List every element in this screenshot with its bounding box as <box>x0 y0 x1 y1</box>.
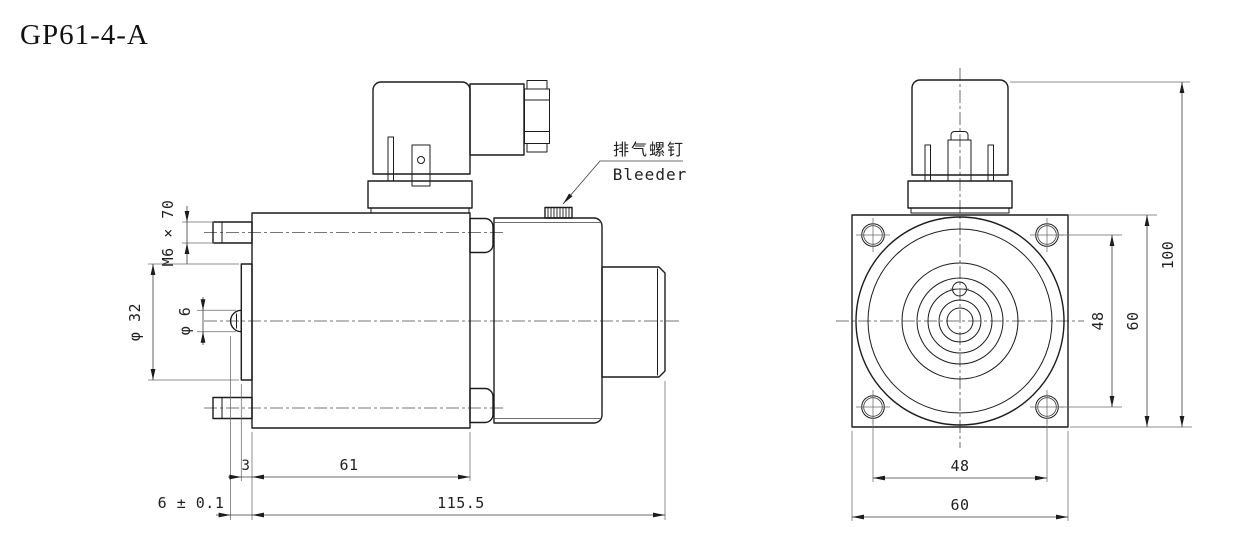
bleeder-label-cn: 排气螺钉 <box>613 140 685 159</box>
dim-stud-thread: M6 × 70 <box>159 200 177 267</box>
side-view-centerlines <box>204 232 680 409</box>
dim-hole-spacing-horizontal: 48 <box>950 457 969 475</box>
dim-pin-protrusion: 6 ± 0.1 <box>158 494 225 512</box>
bleeder-label-en: Bleeder <box>613 165 687 184</box>
dim-flange-diameter: φ 32 <box>126 303 144 341</box>
dim-overall-length: 115.5 <box>437 494 485 512</box>
dim-overall-height: 100 <box>1159 241 1177 270</box>
bleed-hole <box>950 281 969 297</box>
terminal-blade <box>411 144 431 187</box>
dim-plate-thickness: 3 <box>242 458 251 474</box>
dim-hole-spacing-vertical: 48 <box>1089 311 1107 330</box>
manual-pin-dome <box>229 309 242 333</box>
stud-top <box>212 221 253 244</box>
dim-pin-diameter: φ 6 <box>176 307 194 336</box>
din-connector-front <box>907 79 1013 214</box>
dim-flange-width: 60 <box>950 496 969 514</box>
port-boss <box>601 266 666 378</box>
side-view: 排气螺钉 Bleeder M6 × 70 φ 32 φ 6 <box>126 80 687 520</box>
terminal-hole <box>417 156 425 164</box>
mounting-flange <box>851 214 1069 428</box>
drawing-title: GP61-4-A <box>20 19 149 51</box>
corner-hole <box>856 390 890 424</box>
bleeder-callout: 排气螺钉 Bleeder <box>562 140 687 205</box>
leader-arrowhead <box>563 193 573 204</box>
coil-body-side <box>212 212 494 429</box>
concentric-circles <box>855 216 1065 426</box>
din-connector-side <box>367 80 550 214</box>
dim-coil-length: 61 <box>339 456 358 474</box>
front-plate <box>240 263 253 381</box>
dim-flange-height: 60 <box>1124 311 1142 330</box>
stud-bottom <box>212 396 253 420</box>
front-view-dimensions: 48 60 100 48 60 <box>851 81 1192 521</box>
corner-hole <box>856 218 890 252</box>
front-view-centerlines <box>836 68 1084 448</box>
front-view: 48 60 100 48 60 <box>836 68 1192 521</box>
valve-body-side <box>493 206 666 424</box>
side-view-dimensions: M6 × 70 φ 32 φ 6 <box>126 200 666 520</box>
bleeder-screw <box>544 206 573 219</box>
